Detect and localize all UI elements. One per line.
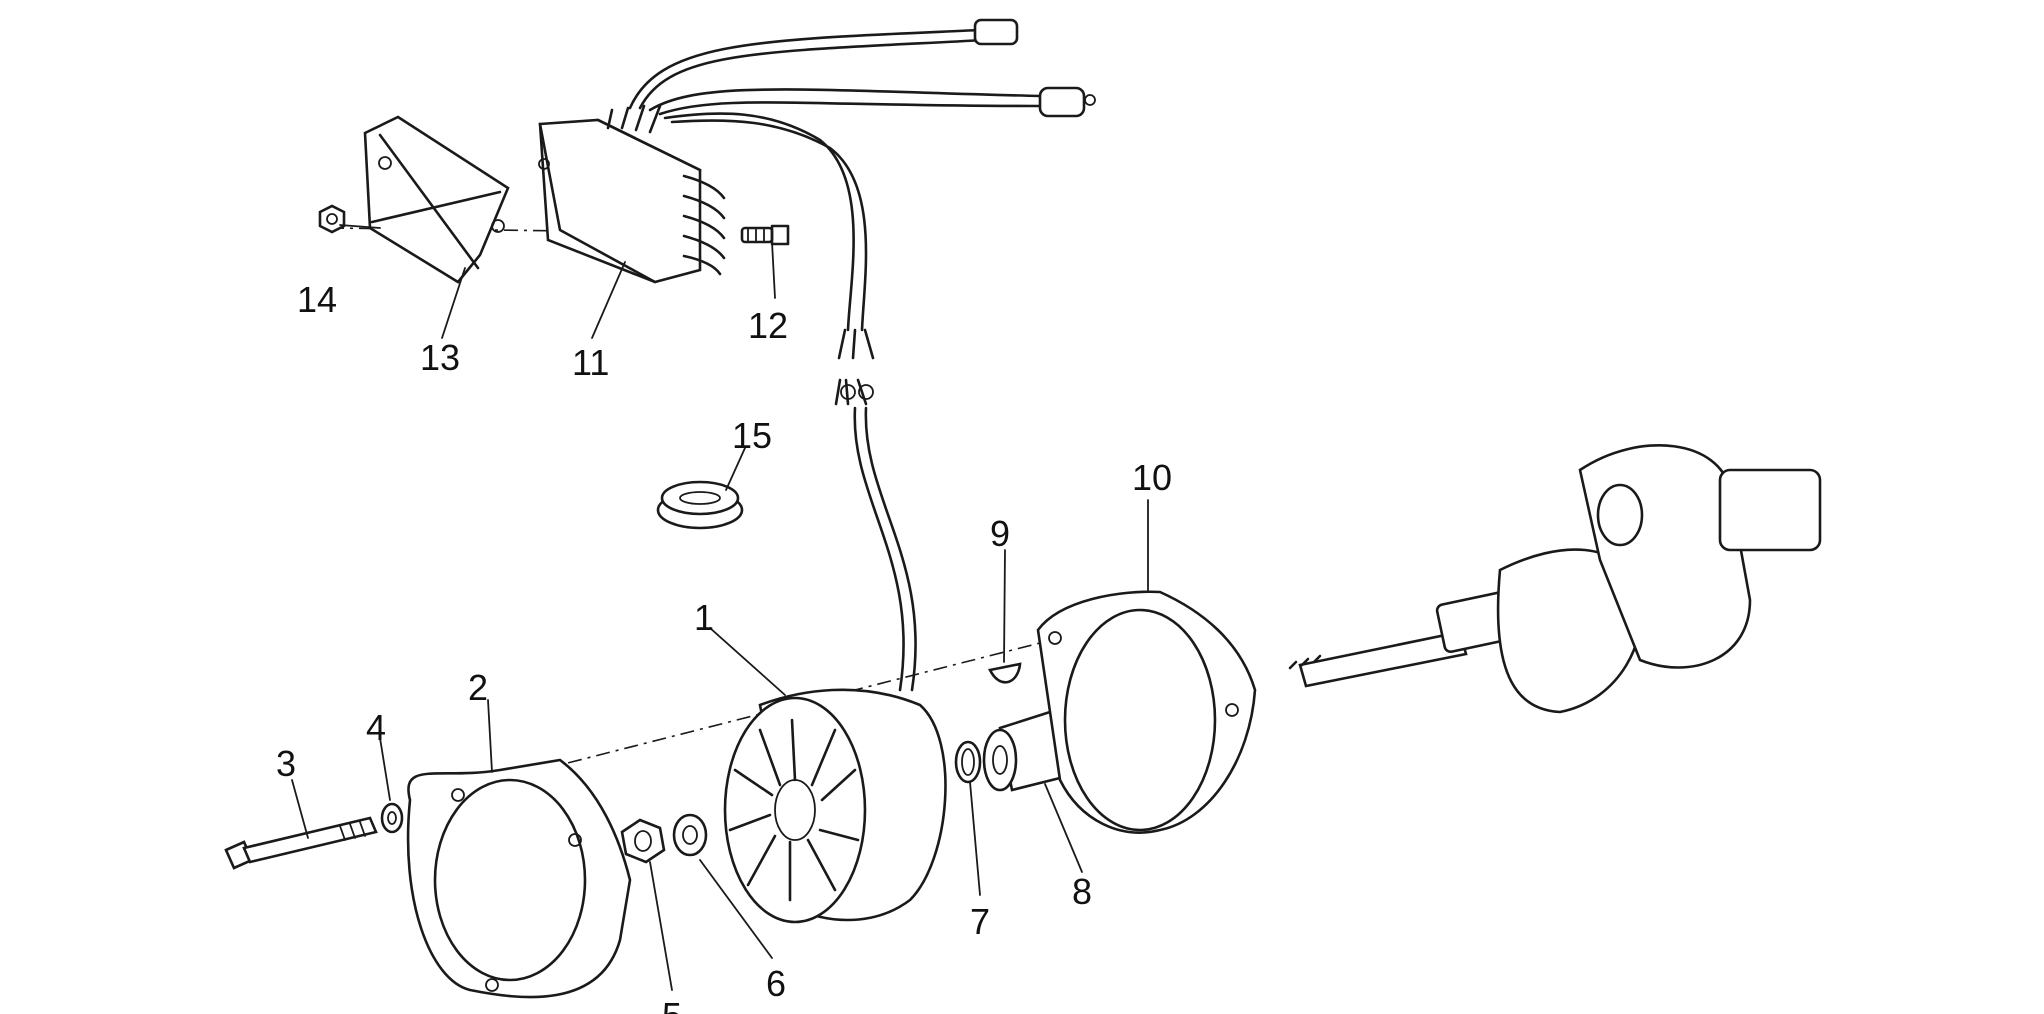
- part-4-washer: [380, 802, 404, 834]
- part-11-voltage-regulator: [538, 104, 726, 284]
- label-part-9: 9: [990, 513, 1010, 554]
- part-13-cover-plate: [363, 115, 510, 284]
- part-3-bolt: [224, 816, 378, 870]
- label-part-5: 5: [662, 995, 682, 1014]
- part-7-circlip: [954, 740, 982, 784]
- label-part-2: 2: [468, 667, 488, 708]
- crankshaft: [1288, 444, 1822, 714]
- label-part-11: 11: [572, 342, 609, 383]
- label-part-10: 10: [1132, 457, 1172, 498]
- part-1-rotor: [723, 688, 947, 924]
- label-part-12: 12: [748, 305, 788, 346]
- part-12-screw: [740, 224, 790, 246]
- label-part-13: 13: [420, 337, 460, 378]
- label-part-8: 8: [1072, 871, 1092, 912]
- part-5-nut: [620, 818, 666, 864]
- regulator-wiring: [628, 18, 1096, 692]
- label-part-15: 15: [732, 415, 772, 456]
- part-15-grommet: [656, 480, 744, 530]
- part-9-woodruff-key: [988, 662, 1022, 684]
- label-part-7: 7: [970, 901, 990, 942]
- part-14-nut: [318, 204, 346, 234]
- part-2-front-cover: [406, 758, 632, 999]
- label-part-3: 3: [276, 743, 296, 784]
- part-6-washer: [672, 813, 708, 857]
- label-part-1: 1: [694, 597, 714, 638]
- label-part-6: 6: [766, 963, 786, 1004]
- label-part-14: 14: [297, 279, 337, 320]
- part-number-labels: 14 13 11 12 15 1 2 3 4 5 6 7 8 9 10: [276, 279, 1172, 1014]
- label-part-4: 4: [366, 707, 386, 748]
- leader-lines: [291, 224, 1149, 991]
- part-10-rear-cover: [1036, 590, 1257, 834]
